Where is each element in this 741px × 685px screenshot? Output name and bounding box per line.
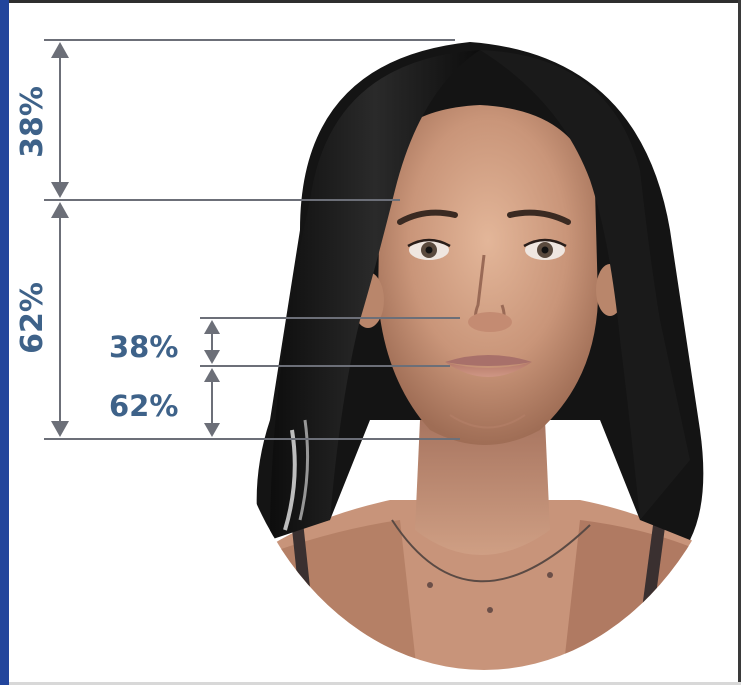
label-mid-62: 62% bbox=[109, 389, 178, 423]
label-top-62: 62% bbox=[15, 282, 50, 354]
arrowhead-lower-62-top bbox=[51, 202, 69, 218]
arrowhead-lower-62-bottom bbox=[51, 421, 69, 437]
arrowhead-mid-38-bottom bbox=[204, 350, 220, 364]
arrowhead-mid-38-top bbox=[204, 320, 220, 334]
label-top-38: 38% bbox=[15, 86, 50, 158]
portrait-illustration bbox=[230, 42, 741, 685]
label-mid-38: 38% bbox=[109, 330, 178, 364]
arrowhead-upper-38-top bbox=[51, 42, 69, 58]
arrowhead-upper-38-bottom bbox=[51, 182, 69, 198]
arrowhead-mid-62-bottom bbox=[204, 423, 220, 437]
arrowhead-mid-62-top bbox=[204, 368, 220, 382]
